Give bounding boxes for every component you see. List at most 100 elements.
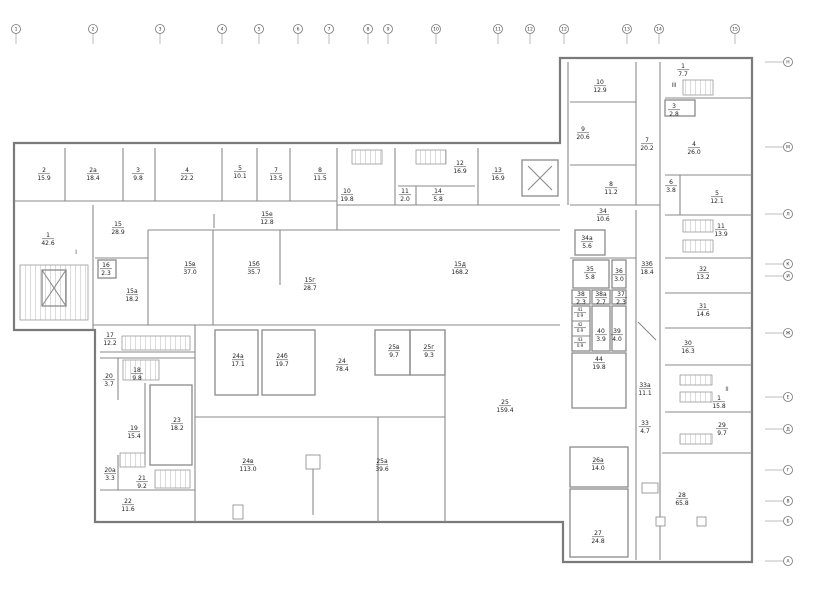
room-area: 3.7	[104, 381, 114, 388]
room-label: 189.8	[131, 367, 143, 382]
column-axis-label: 7	[328, 27, 331, 33]
room-number: 30	[684, 340, 692, 347]
room-area: 113.0	[239, 466, 256, 473]
column-axis-label: 6	[297, 27, 300, 33]
row-axis-marker: В	[765, 496, 793, 506]
column-axis-marker: 13	[622, 24, 632, 44]
row-axis-marker: Л	[765, 209, 793, 219]
room-area: 20.2	[640, 145, 654, 152]
room-area: 16.3	[681, 348, 695, 355]
room-number: 5	[238, 165, 242, 172]
room-number: 22	[124, 498, 132, 505]
room-label: 811.5	[313, 167, 327, 182]
room-number: 15г	[305, 277, 316, 284]
room-label: 112.0	[399, 188, 411, 203]
room-area: 19.8	[340, 196, 354, 203]
column-axis-label: 8	[367, 27, 370, 33]
column-axis-marker: 9	[383, 24, 393, 44]
room-number: 26а	[592, 457, 604, 464]
column-axis-marker: 11	[493, 24, 503, 44]
room-label: 162.3	[100, 262, 112, 277]
row-axis-label: Д	[786, 427, 790, 433]
room-number: 36	[615, 268, 623, 275]
room-label: 334.7	[639, 420, 651, 435]
room-area: 2.7	[596, 299, 606, 306]
row-axis-marker: Ж	[765, 328, 793, 338]
room-number: 25г	[424, 344, 435, 351]
room-area: 18.2	[125, 296, 139, 303]
room-area: 16.9	[491, 175, 505, 182]
room-area: 168.2	[451, 269, 468, 276]
room-number: 20	[105, 373, 113, 380]
room-number: 14	[434, 188, 442, 195]
room-number: 24	[338, 358, 346, 365]
room-area: 2.8	[669, 111, 679, 118]
column-axis-marker: 1	[11, 24, 21, 44]
room-number: 10	[343, 188, 351, 195]
row-axis-marker: Б	[765, 516, 793, 526]
room-number: 31	[699, 303, 707, 310]
room-area: 9.8	[133, 175, 143, 182]
room-area: 11.2	[604, 189, 618, 196]
room-label: 115.8	[712, 395, 726, 410]
staircase-mark: I	[75, 249, 77, 256]
room-area: 10.6	[596, 216, 610, 223]
room-label: 355.8	[584, 266, 596, 281]
row-axis-label: Г	[787, 468, 790, 474]
room-label: 410.9	[574, 307, 586, 318]
room-area: 78.4	[335, 366, 349, 373]
column-axis-label: 3	[159, 27, 162, 33]
room-label: 510.1	[233, 165, 247, 180]
room-number: 42	[577, 322, 583, 327]
room-number: 40	[597, 328, 605, 335]
room-area: 28.7	[303, 285, 317, 292]
row-axis-marker: А	[765, 556, 793, 566]
room-area: 12.1	[710, 198, 724, 205]
room-number: 1	[717, 395, 721, 402]
room-area: 9.8	[132, 375, 142, 382]
row-axis-marker: Г	[765, 465, 793, 475]
room-area: 12.2	[103, 340, 117, 347]
row-axis-label: Е	[787, 395, 790, 401]
column-axis-marker: 15	[730, 24, 740, 44]
room-number: 10	[596, 79, 604, 86]
room-number: 25в	[388, 344, 400, 351]
room-number: 4	[185, 167, 189, 174]
room-number: 25а	[376, 458, 388, 465]
staircase-mark: III	[672, 82, 677, 89]
building-outline	[12, 56, 754, 564]
room-label: 203.7	[103, 373, 115, 388]
room-label: 17.7	[677, 63, 689, 78]
room-area: 42.6	[41, 240, 55, 247]
room-label: 720.2	[640, 137, 654, 152]
row-axis-marker: Н	[765, 57, 793, 67]
room-label: 32.8	[668, 103, 680, 118]
room-area: 39.6	[375, 466, 389, 473]
room-area: 15.8	[712, 403, 726, 410]
room-number: 32	[699, 266, 707, 273]
column-axis-label: 14	[656, 27, 662, 33]
column-axis-label: 10	[433, 27, 439, 33]
staircase-mark: II	[725, 386, 729, 393]
room-area: 5.8	[585, 274, 595, 281]
room-number: 15в	[184, 261, 196, 268]
room-number: 25	[501, 399, 509, 406]
room-area: 13.9	[714, 231, 728, 238]
room-number: 20а	[104, 467, 116, 474]
interior-walls	[14, 62, 752, 560]
column-axis-label: 5	[258, 27, 261, 33]
column-axis-marker: 12	[525, 24, 535, 44]
column-axis-marker: 2	[88, 24, 98, 44]
